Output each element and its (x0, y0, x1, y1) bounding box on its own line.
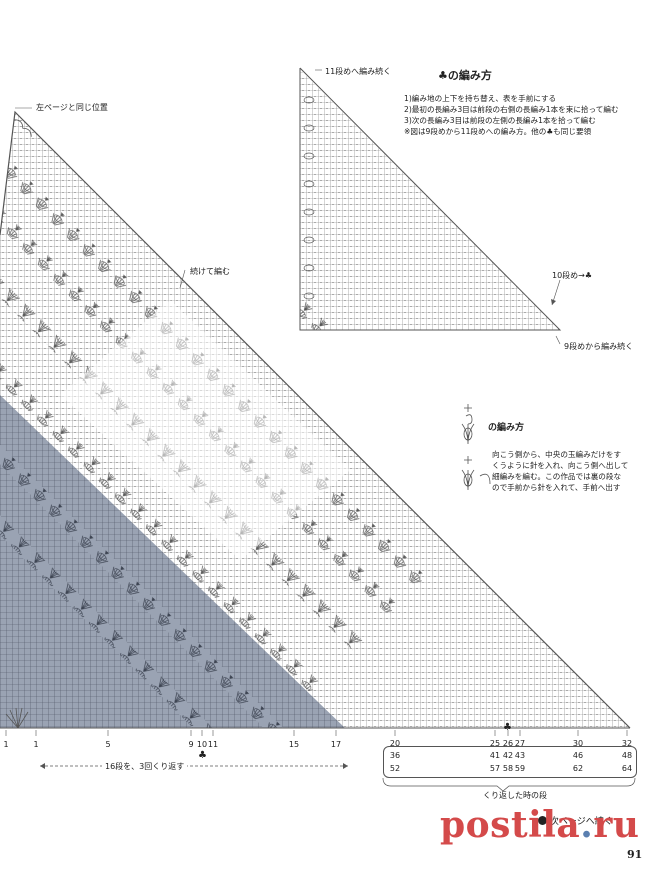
repeat-row-number: 58 (502, 764, 514, 773)
row-number: 25 (489, 739, 501, 748)
row-number: 15 (288, 740, 300, 749)
club-row10-label: 10段め→♣ (552, 271, 593, 280)
repeat-row-number: 62 (572, 764, 584, 773)
stitch-note-line-3: 細編みを編む。この作品では裏の段な (492, 472, 622, 481)
stitch-note-line-4: ので手前から針を入れて、手前へ出す (492, 483, 621, 492)
stitch-note-body: 向こう側から、中央の玉編みだけをす くうように針を入れ、向こう側へ出して 細編み… (492, 449, 628, 493)
repeat-row-number: 64 (621, 764, 633, 773)
continue-next-text: 次ページへ続く (549, 817, 613, 827)
repeat-label: 16段を、3回くり返す (102, 761, 188, 772)
row-number: 11 (207, 740, 219, 749)
club-step-1: 1)編み地の上下を持ち替え、表を手前にする (404, 94, 557, 103)
club-marker-icon: ♣ (198, 750, 207, 761)
club-step-note: ※図は9段めから11段めへの編み方。他の♣も同じ要領 (404, 127, 592, 136)
row-number: 27 (514, 739, 526, 748)
stitch-note-line-1: 向こう側から、中央の玉編みだけをす (492, 450, 622, 459)
club-bottom-label: 9段めから編み続く (564, 342, 634, 351)
repeat-row-number: 57 (489, 764, 501, 773)
arrow-circle-icon (538, 816, 547, 825)
club-top-label: 11段めへ編み続く (325, 67, 392, 76)
row-number: 32 (621, 739, 633, 748)
repeat-row-number: 42 (502, 751, 514, 760)
repeat-row-number: 43 (514, 751, 526, 760)
label-left-page-position: 左ページと同じ位置 (36, 103, 108, 112)
repeat-row-number: 46 (572, 751, 584, 760)
repeat-row-number: 59 (514, 764, 526, 773)
club-step-2: 2)最初の長編み3目は前段の右側の長編み1本を束に拾って編む (404, 105, 619, 114)
row-number: 10 (196, 740, 208, 749)
repeat-row-number: 48 (621, 751, 633, 760)
club-steps: 1)編み地の上下を持ち替え、表を手前にする 2)最初の長編み3目は前段の右側の長… (404, 93, 619, 137)
row-number: 5 (105, 740, 111, 749)
watermark-logo: postila.ru (440, 804, 640, 846)
continue-next-page: 次ページへ続く (538, 814, 613, 827)
repeat-row-number: 52 (389, 764, 401, 773)
row-number: 1 (33, 740, 39, 749)
row-number: 17 (330, 740, 342, 749)
stitch-note-line-2: くうように針を入れ、向こう側へ出して (492, 461, 629, 470)
row-number: 30 (572, 739, 584, 748)
club-step-3: 3)次の長編み3目は前段の左側の長編み1本を拾って編む (404, 116, 596, 125)
row-number: 1 (3, 740, 9, 749)
stitch-note-title: の編み方 (488, 423, 525, 433)
club-chart-title: ♣の編み方 (438, 69, 492, 82)
row-number: 26 (502, 739, 514, 748)
page-number: 91 (627, 848, 643, 861)
repeat-rows-label: くり返した時の段 (483, 791, 547, 800)
repeat-rows-box (383, 746, 637, 778)
label-continue-knitting: 続けて編む (190, 267, 230, 276)
repeat-row-number: 41 (489, 751, 501, 760)
repeat-row-number: 36 (389, 751, 401, 760)
row-number: 9 (188, 740, 194, 749)
row-number: 20 (389, 739, 401, 748)
club-marker-icon: ♣ (503, 722, 512, 733)
